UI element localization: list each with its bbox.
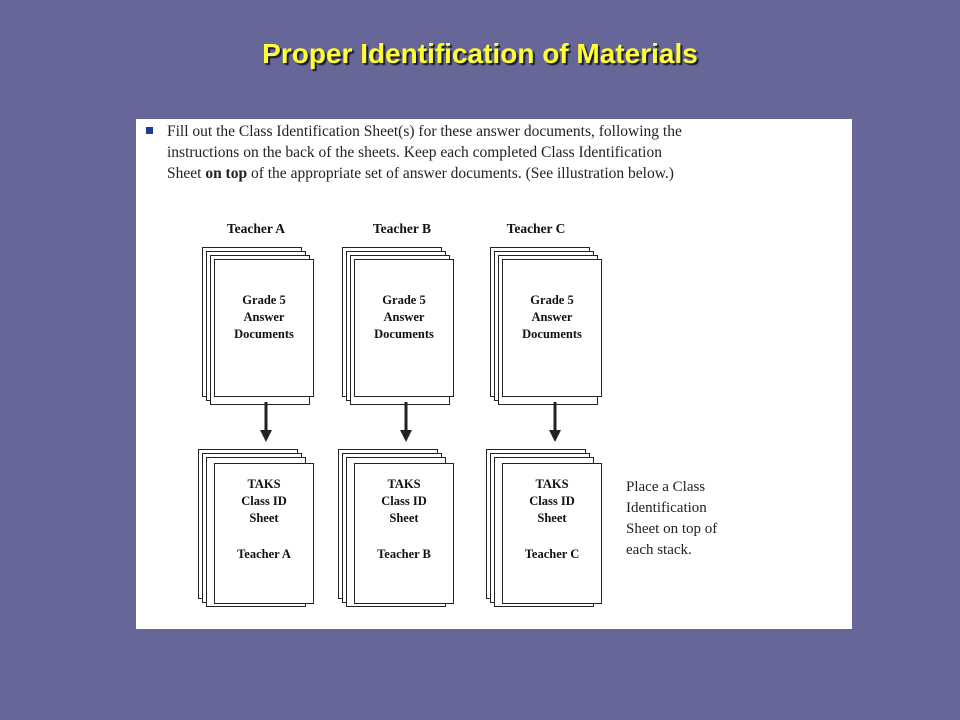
instruction-panel: Fill out the Class Identification Sheet(… — [136, 119, 852, 629]
placement-note: Place a Class Identification Sheet on to… — [626, 479, 718, 558]
answer-documents-stack-c: Grade 5 Answer Documents — [490, 247, 610, 422]
instruction-line-1: Fill out the Class Identification Sheet(… — [167, 123, 682, 140]
class-id-stack-c: TAKS Class ID Sheet Teacher C — [486, 449, 606, 624]
down-arrow-icon — [549, 402, 561, 442]
teacher-b-label: Teacher B — [372, 221, 432, 236]
teacher-a-label: Teacher A — [226, 221, 286, 236]
class-id-sheet-b: TAKS Class ID Sheet Teacher B — [354, 463, 454, 604]
emphasis-on-top: on top — [205, 165, 248, 182]
answer-documents-stack-b: Grade 5 Answer Documents — [342, 247, 462, 422]
answer-documents-sheet-c: Grade 5 Answer Documents — [502, 259, 602, 397]
down-arrow-icon — [260, 402, 272, 442]
class-id-stack-a: TAKS Class ID Sheet Teacher A — [198, 449, 318, 624]
class-id-stack-b: TAKS Class ID Sheet Teacher B — [338, 449, 458, 624]
instruction-line-3: Sheet on top of the appropriate set of a… — [167, 165, 674, 182]
instruction-line-2: instructions on the back of the sheets. … — [167, 144, 662, 161]
class-id-sheet-a: TAKS Class ID Sheet Teacher A — [214, 463, 314, 604]
answer-documents-stack-a: Grade 5 Answer Documents — [202, 247, 322, 422]
square-bullet-icon — [146, 127, 153, 134]
answer-documents-sheet-b: Grade 5 Answer Documents — [354, 259, 454, 397]
teacher-c-label: Teacher C — [506, 221, 566, 236]
instruction-text: Fill out the Class Identification Sheet(… — [167, 121, 842, 184]
answer-documents-sheet-a: Grade 5 Answer Documents — [214, 259, 314, 397]
slide-title: Proper Identification of Materials — [262, 38, 698, 69]
class-id-sheet-c: TAKS Class ID Sheet Teacher C — [502, 463, 602, 604]
down-arrow-icon — [400, 402, 412, 442]
